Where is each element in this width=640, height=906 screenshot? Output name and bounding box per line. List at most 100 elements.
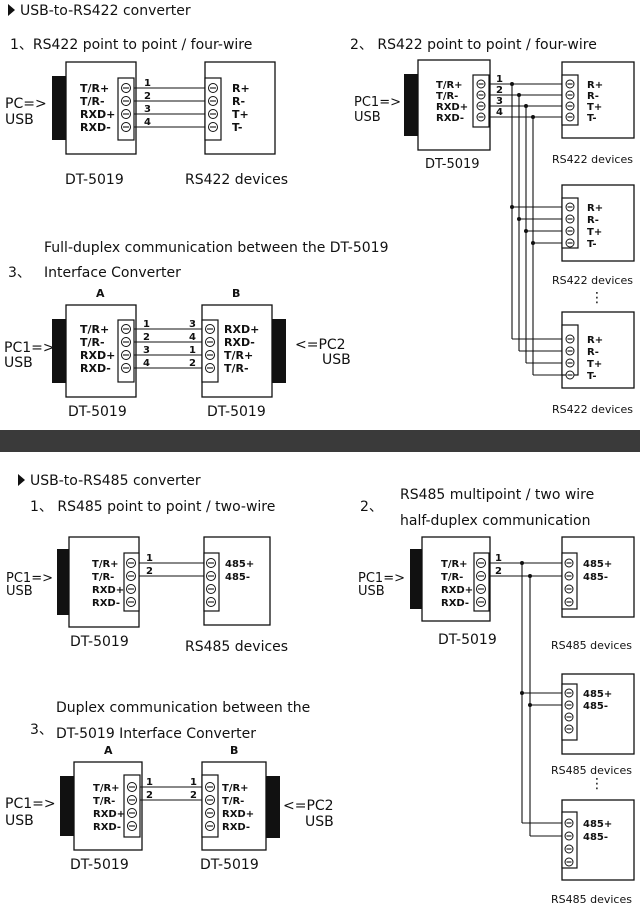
rs422-d2-junction-dot — [517, 93, 521, 97]
rs485-d2-dev-pin: 485- — [583, 832, 608, 843]
rs422-d3-label-a: A — [96, 287, 105, 300]
rs422-title-bullet-icon — [8, 4, 15, 16]
rs485-d3-heading-num: 3、 — [30, 722, 53, 738]
rs485-d3-converter-b-usb-bar — [266, 776, 280, 838]
rs485-d3-converter-b-terminal-block — [201, 774, 219, 838]
rs422-d1-conv-pin: T/R- — [80, 95, 105, 108]
rs485-d1-diagram: PC1=>USBT/R+1485+T/R-2485-RXD+RXD-DT-501… — [6, 536, 288, 655]
rs485-d1-conv-pin: T/R- — [92, 572, 114, 583]
rs422-d2-dev-pin: R+ — [587, 203, 603, 214]
rs422-d3-a-wire-number: 3 — [143, 345, 150, 356]
rs485-d2-conv-pin: RXD+ — [441, 585, 473, 596]
rs485-d3-label-a: A — [104, 744, 113, 757]
rs422-d2-conv-label: DT-5019 — [425, 157, 480, 172]
rs485-d2-pc-label: PC1=> — [358, 571, 405, 586]
rs422-d1-conv-pin: RXD+ — [80, 108, 115, 121]
rs485-d1-device-terminal-block — [203, 552, 220, 612]
rs422-d3-a-wire-number: 4 — [143, 358, 150, 369]
rs485-d3-b-wire-number: 1 — [190, 777, 197, 788]
rs422-d3-a-pin: T/R- — [80, 336, 105, 349]
rs422-section-title: USB-to-RS422 converter — [20, 3, 191, 19]
rs485-d1-dev-label: RS485 devices — [185, 639, 288, 655]
rs485-d1-dev-pin: 485+ — [225, 559, 254, 570]
rs422-d2-junction-dot — [531, 241, 535, 245]
rs422-d1-wire-number: 2 — [144, 91, 151, 102]
rs422-d2-junction-dot — [524, 104, 528, 108]
rs422-d2-junction-dot — [510, 82, 514, 86]
rs485-d1-wire-number: 2 — [146, 566, 153, 577]
rs422-d2-dev-pin: R- — [587, 91, 599, 102]
rs422-d3-b-pin: T/R+ — [224, 349, 253, 362]
rs422-d2-junction-dot — [510, 205, 514, 209]
rs485-d2-more-devices-ellipsis: ⋮ — [590, 776, 604, 792]
rs422-d2-dev-label: RS422 devices — [552, 274, 633, 287]
rs485-d2-usb-label: USB — [358, 584, 385, 599]
rs485-d3-a-pin: RXD+ — [93, 809, 125, 820]
rs485-d3-a-label: DT-5019 — [70, 857, 129, 873]
rs422-d1-dev-pin: T- — [232, 121, 242, 134]
rs422-d1-wire-number: 3 — [144, 104, 151, 115]
rs422-d1-heading: 1、RS422 point to point / four-wire — [10, 37, 252, 53]
rs485-d2-dev-label: RS485 devices — [551, 639, 632, 652]
rs485-d3-pc2-label: <=PC2 — [283, 798, 334, 814]
rs485-d1-usb-label: USB — [6, 584, 33, 599]
rs485-d1-converter-usb-bar — [57, 549, 69, 615]
rs485-d2-junction-dot — [520, 561, 524, 565]
rs422-d2-dev-label: RS422 devices — [552, 403, 633, 416]
rs485-d3-heading-line2: DT-5019 Interface Converter — [56, 726, 256, 742]
rs485-d2-heading-line2: half-duplex communication — [400, 513, 590, 529]
rs422-d2-junction-dot — [517, 217, 521, 221]
rs422-d1-conv-pin: RXD- — [80, 121, 111, 134]
rs422-d3-b-label: DT-5019 — [207, 404, 266, 420]
rs485-d2-conv-pin: T/R+ — [441, 559, 468, 570]
rs422-d2-dev-pin: T- — [587, 113, 597, 124]
rs422-d2-junction-dot — [524, 229, 528, 233]
rs422-d1-dev-pin: T+ — [232, 108, 249, 121]
rs422-d1-pc-label: PC=> — [5, 96, 47, 112]
rs422-d2-conv-pin: RXD- — [436, 113, 464, 124]
rs485-d2-junction-dot — [520, 691, 524, 695]
rs422-d3-a-wire-number: 1 — [143, 319, 150, 330]
rs485-d3-a-wire-number: 2 — [146, 790, 153, 801]
rs422-d2-converter-usb-bar — [404, 74, 418, 136]
rs485-d3-pc2-usb: USB — [305, 814, 334, 830]
rs485-d3-a-pin: T/R+ — [93, 783, 120, 794]
rs422-d3-converter-b-usb-bar — [272, 319, 286, 383]
rs485-d3-b-pin: T/R+ — [222, 783, 249, 794]
rs485-d2-dev-pin: 485+ — [583, 819, 612, 830]
rs422-d1-converter-usb-bar — [52, 76, 66, 140]
rs422-d2-dev-pin: T- — [587, 239, 597, 250]
rs485-d2-dev-label: RS485 devices — [551, 764, 632, 777]
rs485-d3-label-b: B — [230, 744, 238, 757]
rs422-d1-usb-label: USB — [5, 112, 34, 128]
rs422-d3-b-wire-number: 3 — [189, 319, 196, 330]
rs485-d3-a-wire-number: 1 — [146, 777, 153, 788]
rs485-title-bullet-icon — [18, 474, 25, 486]
rs485-d3-pc1-label: PC1=> — [5, 796, 56, 812]
rs422-d2-dev-pin: R+ — [587, 335, 603, 346]
rs422-d3-converter-a-usb-bar — [52, 319, 66, 383]
section-divider — [0, 430, 640, 452]
rs422-d3-pc1-usb: USB — [4, 355, 33, 371]
rs485-d2-junction-dot — [528, 703, 532, 707]
rs422-d2-conv-pin: T/R- — [436, 91, 458, 102]
rs422-d1-wire-number: 4 — [144, 117, 151, 128]
rs485-d2-converter-terminal-block — [473, 552, 490, 612]
rs422-d3-heading-line2: Interface Converter — [44, 265, 181, 281]
rs422-d1-dev-pin: R- — [232, 95, 245, 108]
rs485-d1-conv-pin: RXD- — [92, 598, 120, 609]
rs422-d2-dev-pin: T+ — [587, 102, 602, 113]
rs485-d2-conv-pin: T/R- — [441, 572, 463, 583]
rs422-d2-wire-number: 3 — [496, 96, 503, 107]
rs422-d2-device-terminal-block — [561, 74, 579, 126]
rs422-d3-a-pin: RXD- — [80, 362, 111, 375]
rs422-d1-wire-number: 1 — [144, 78, 151, 89]
rs422-d3-heading-line1: Full-duplex communication between the DT… — [44, 240, 389, 256]
rs422-d2-usb-label: USB — [354, 110, 381, 125]
rs422-d2-converter-terminal-block — [472, 74, 490, 128]
rs422-d2-dev-pin: T+ — [587, 359, 602, 370]
rs422-d3-pc2-usb: USB — [322, 352, 351, 368]
rs422-d1-conv-pin: T/R+ — [80, 82, 109, 95]
rs422-d3-b-pin: RXD- — [224, 336, 255, 349]
